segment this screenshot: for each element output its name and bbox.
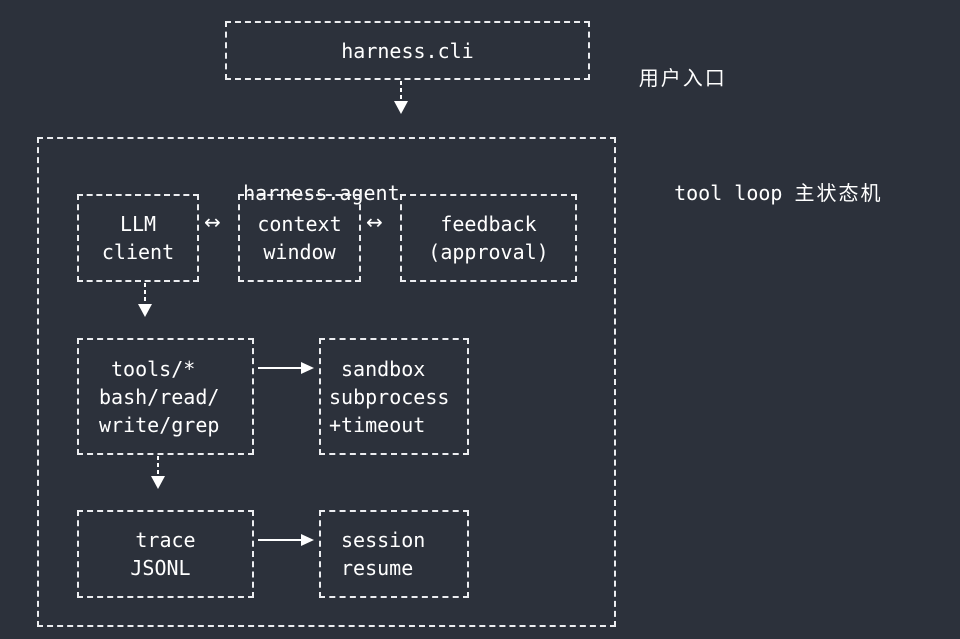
harness-cli-box: harness.cli <box>225 21 590 80</box>
harness-agent-title-text: harness.agent <box>243 181 400 205</box>
sandbox-line3: +timeout <box>329 412 426 437</box>
context-window-line2: window <box>263 240 336 264</box>
llm-client-line2: client <box>101 240 175 264</box>
context-window-line1: context <box>257 212 342 236</box>
llm-client-line1: LLM <box>119 212 157 236</box>
trace-jsonl-box: trace JSONL <box>77 510 254 598</box>
cli-note: 用户入口 <box>622 36 727 92</box>
feedback-line2: (approval) <box>428 240 549 264</box>
sandbox-box: sandbox subprocess +timeout <box>319 338 469 455</box>
llm-context-bidirectional-arrow: ↔ <box>204 210 221 234</box>
tools-line3: write/grep <box>99 412 220 437</box>
llm-to-tools-arrowhead <box>138 304 152 317</box>
session-resume-box: session resume <box>319 510 469 598</box>
llm-client-box: LLM client <box>77 194 199 282</box>
harness-cli-label: harness.cli <box>341 38 474 63</box>
tools-to-trace-arrowhead <box>151 476 165 489</box>
feedback-line1: feedback <box>440 212 537 236</box>
trace-to-session-arrowhead <box>301 534 314 546</box>
sandbox-line1: sandbox <box>341 356 426 381</box>
tools-line2: bash/read/ <box>99 384 220 409</box>
session-line1: session <box>341 528 426 552</box>
agent-note-prefix: tool loop <box>674 181 795 205</box>
agent-note-cjk: 主状态机 <box>794 181 883 205</box>
feedback-approval-box: feedback (approval) <box>400 194 577 282</box>
cli-note-text: 用户入口 <box>638 66 727 90</box>
tools-line1: tools/* <box>111 356 196 381</box>
session-line2: resume <box>341 556 414 580</box>
trace-line2: JSONL <box>130 556 191 580</box>
context-feedback-bidirectional-arrow: ↔ <box>366 210 383 234</box>
tools-to-sandbox-arrowhead <box>301 362 314 374</box>
context-window-box: context window <box>238 194 361 282</box>
tools-box: tools/* bash/read/ write/grep <box>77 338 254 455</box>
agent-note: tool loop 主状态机 <box>650 151 883 207</box>
harness-agent-title: harness.agent <box>219 151 400 207</box>
trace-line1: trace <box>135 528 196 552</box>
sandbox-line2: subprocess <box>329 384 450 409</box>
cli-to-agent-arrowhead <box>394 101 408 114</box>
harness-agent-box <box>37 137 616 627</box>
